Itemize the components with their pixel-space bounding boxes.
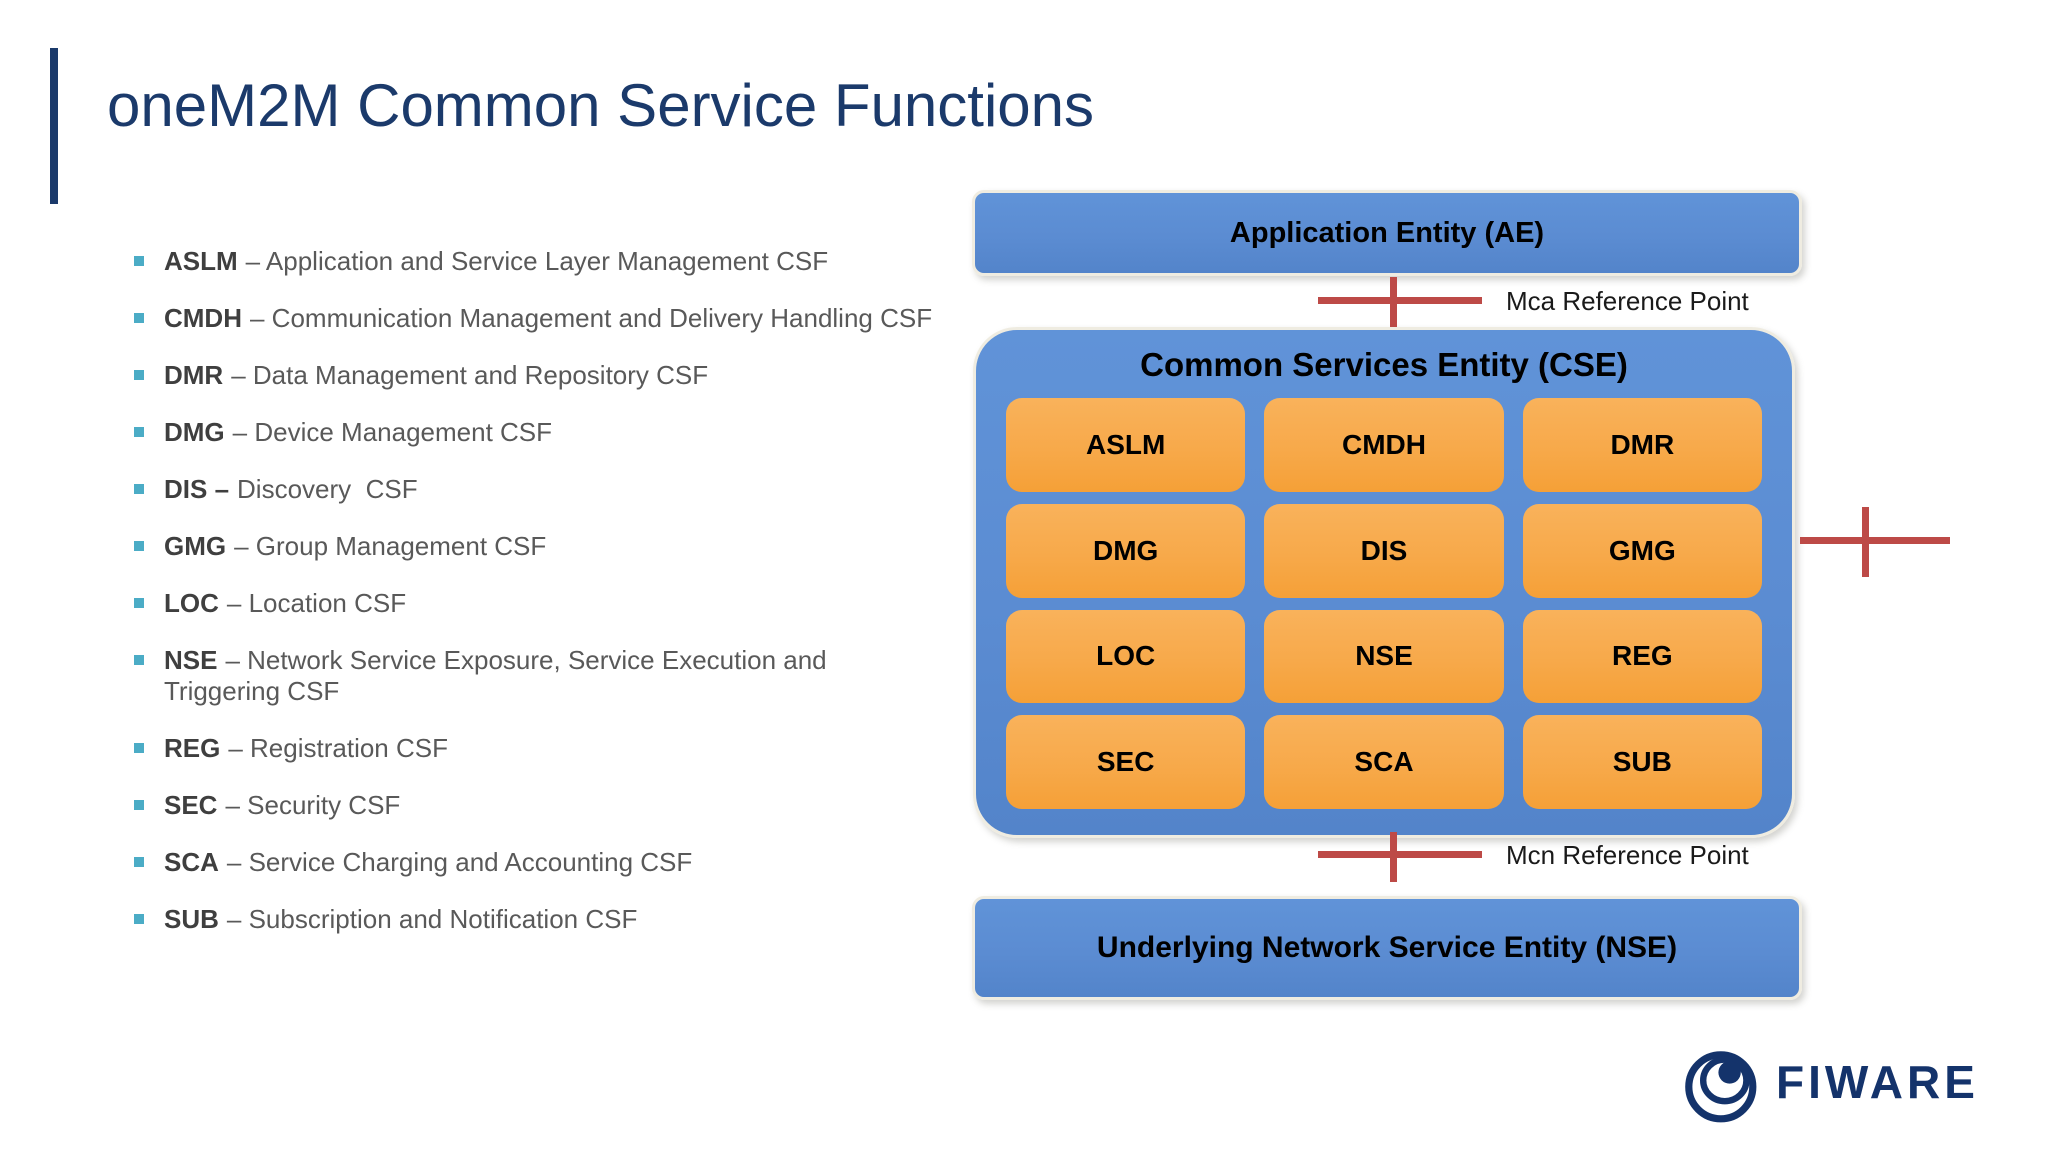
bullet-icon — [134, 370, 144, 380]
csf-abbr: SEC — [164, 790, 218, 820]
mcn-reference-point-label: Mcn Reference Point — [1506, 840, 1749, 870]
csf-list-item: NSE– Network Service Exposure, Service E… — [134, 645, 956, 707]
bullet-icon — [134, 914, 144, 924]
common-services-entity-box: Common Services Entity (CSE) ASLM CMDH D… — [973, 327, 1795, 838]
csf-list-item: SEC– Security CSF — [134, 790, 956, 821]
underlying-network-service-entity-label: Underlying Network Service Entity (NSE) — [1096, 931, 1678, 964]
csf-list-item: SCA– Service Charging and Accounting CSF — [134, 847, 956, 878]
bullet-icon — [134, 655, 144, 665]
csf-grid: ASLM CMDH DMR DMG DIS GMG LOC NSE REG SE… — [1006, 398, 1762, 809]
csf-desc: – Location CSF — [226, 588, 407, 618]
csf-desc: – Application and Service Layer Manageme… — [245, 246, 829, 276]
csf-cell: GMG — [1522, 503, 1762, 598]
mcc-connector-vertical — [1862, 507, 1869, 577]
mca-connector-horizontal — [1318, 297, 1482, 304]
csf-cell: LOC — [1006, 609, 1246, 704]
csf-list-item: SUB– Subscription and Notification CSF — [134, 904, 956, 935]
onem2m-architecture-diagram: Application Entity (AE) Mca Reference Po… — [968, 190, 1950, 1022]
csf-desc: – Data Management and Repository CSF — [231, 360, 709, 390]
application-entity-box: Application Entity (AE) — [972, 190, 1802, 276]
underlying-network-service-entity-box: Underlying Network Service Entity (NSE) — [972, 896, 1802, 1000]
csf-abbr: CMDH — [164, 303, 242, 333]
csf-cell: SUB — [1522, 715, 1762, 809]
csf-list-item: REG– Registration CSF — [134, 733, 956, 764]
mcn-connector-horizontal — [1318, 851, 1482, 858]
csf-desc: – Network Service Exposure, Service Exec… — [164, 645, 827, 706]
csf-abbr: SCA — [164, 847, 219, 877]
csf-desc: – Group Management CSF — [234, 531, 547, 561]
bullet-icon — [134, 857, 144, 867]
csf-cell: ASLM — [1006, 398, 1246, 492]
csf-desc: – Device Management CSF — [232, 417, 553, 447]
csf-cell: CMDH — [1264, 398, 1504, 492]
csf-list-item: CMDH – Communication Management and Deliv… — [134, 303, 956, 334]
csf-list-item: ASLM– Application and Service Layer Mana… — [134, 246, 956, 277]
csf-abbr: DMG — [164, 417, 225, 447]
mcc-connector-horizontal — [1800, 537, 1950, 544]
csf-abbr: LOC — [164, 588, 219, 618]
csf-abbr: REG — [164, 733, 221, 763]
csf-list-item: DIS –Discovery CSF — [134, 474, 956, 505]
csf-desc: – Security CSF — [225, 790, 401, 820]
csf-abbr: NSE — [164, 645, 218, 675]
csf-desc: – Communication Management and Delivery … — [250, 303, 933, 333]
csf-cell: DMG — [1006, 503, 1246, 598]
bullet-icon — [134, 427, 144, 437]
csf-cell: SEC — [1006, 715, 1246, 809]
csf-desc: – Subscription and Notification CSF — [226, 904, 638, 934]
fiware-wordmark: FIWARE — [1776, 1056, 1979, 1108]
bullet-icon — [134, 800, 144, 810]
csf-abbr: ASLM — [164, 246, 238, 276]
page-title: oneM2M Common Service Functions — [107, 72, 1095, 139]
bullet-icon — [134, 256, 144, 266]
csf-list: ASLM– Application and Service Layer Mana… — [134, 246, 956, 961]
fiware-logo: FIWARE — [1684, 1040, 1979, 1124]
csf-abbr: DIS – — [164, 474, 230, 504]
fiware-logo-icon — [1685, 1051, 1757, 1123]
csf-desc: – Registration CSF — [228, 733, 448, 763]
bullet-icon — [134, 598, 144, 608]
application-entity-label: Application Entity (AE) — [1229, 216, 1545, 249]
bullet-icon — [134, 743, 144, 753]
csf-desc: Discovery CSF — [237, 474, 418, 504]
csf-abbr: GMG — [164, 531, 227, 561]
csf-cell: REG — [1522, 609, 1762, 704]
mca-reference-point-label: Mca Reference Point — [1506, 286, 1749, 316]
csf-list-item: DMG– Device Management CSF — [134, 417, 956, 448]
bullet-icon — [134, 313, 144, 323]
csf-list-item: GMG– Group Management CSF — [134, 531, 956, 562]
csf-list-item: DMR– Data Management and Repository CSF — [134, 360, 956, 391]
csf-abbr: SUB — [164, 904, 219, 934]
csf-cell: NSE — [1264, 609, 1504, 704]
bullet-icon — [134, 484, 144, 494]
csf-cell: DMR — [1522, 398, 1762, 492]
csf-list-item: LOC– Location CSF — [134, 588, 956, 619]
csf-abbr: DMR — [164, 360, 224, 390]
common-services-entity-label: Common Services Entity (CSE) — [1140, 346, 1628, 383]
title-accent-bar — [50, 48, 58, 204]
csf-cell: SCA — [1264, 715, 1504, 809]
bullet-icon — [134, 541, 144, 551]
csf-cell: DIS — [1264, 503, 1504, 598]
csf-desc: – Service Charging and Accounting CSF — [226, 847, 693, 877]
